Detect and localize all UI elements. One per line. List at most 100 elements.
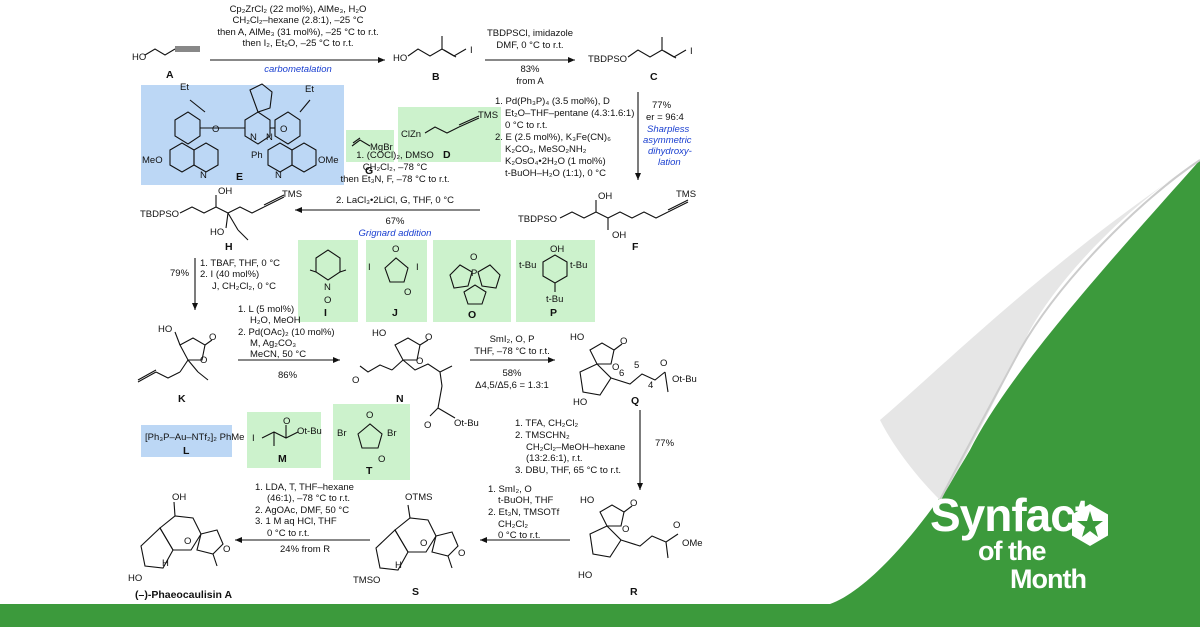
svg-text:1. LDA, T, THF–hexane: 1. LDA, T, THF–hexane xyxy=(255,482,354,493)
svg-text:N: N xyxy=(266,132,273,143)
svg-text:O: O xyxy=(378,454,385,465)
svg-text:I: I xyxy=(470,45,473,56)
svg-text:Ph: Ph xyxy=(251,150,263,161)
svg-text:O: O xyxy=(223,544,230,555)
svg-text:SmI₂, O, P: SmI₂, O, P xyxy=(490,334,535,345)
arrowhead-H-K xyxy=(192,303,198,310)
svg-text:H: H xyxy=(162,558,169,569)
svg-text:OH: OH xyxy=(612,230,626,241)
svg-text:O: O xyxy=(622,524,629,535)
svg-text:L: L xyxy=(183,445,190,457)
svg-text:OMe: OMe xyxy=(682,538,703,549)
svg-text:O: O xyxy=(352,375,359,386)
step1-conditions: Cp₂ZrCl₂ (22 mol%), AlMe₃, H₂O CH₂Cl₂–he… xyxy=(217,4,378,75)
svg-text:O: O xyxy=(212,124,219,135)
svg-text:2. Pd(OAc)₂ (10 mol%): 2. Pd(OAc)₂ (10 mol%) xyxy=(238,327,335,338)
reagent-box-M xyxy=(247,412,321,468)
svg-text:lation: lation xyxy=(658,157,681,168)
svg-text:[Ph₃P–Au–NTf₂]₂ PhMe: [Ph₃P–Au–NTf₂]₂ PhMe xyxy=(145,432,244,443)
svg-text:3. DBU, THF, 65 °C to r.t.: 3. DBU, THF, 65 °C to r.t. xyxy=(515,465,621,476)
svg-text:OH: OH xyxy=(598,191,612,202)
svg-text:HO: HO xyxy=(578,570,592,581)
arrowhead-B-C xyxy=(568,57,575,63)
catalyst-box-L xyxy=(141,425,232,457)
svg-text:MgBr: MgBr xyxy=(370,142,393,153)
svg-text:Δ4,5/Δ5,6 = 1.3:1: Δ4,5/Δ5,6 = 1.3:1 xyxy=(475,380,549,391)
svg-text:O: O xyxy=(280,124,287,135)
step2-conditions: TBDPSCl, imidazole DMF, 0 °C to r.t. 83%… xyxy=(487,28,573,87)
svg-text:HO: HO xyxy=(580,495,594,506)
svg-text:83%: 83% xyxy=(520,64,540,75)
svg-text:E: E xyxy=(236,171,243,183)
arrowhead-S-product xyxy=(235,537,242,543)
svg-text:58%: 58% xyxy=(502,368,522,379)
arrowhead-R-S xyxy=(480,537,487,543)
structure-A: HO A xyxy=(132,46,200,81)
svg-text:OMe: OMe xyxy=(318,155,339,166)
svg-text:HO: HO xyxy=(132,52,146,63)
svg-text:J: J xyxy=(392,307,398,319)
svg-text:0 °C to r.t.: 0 °C to r.t. xyxy=(267,528,309,539)
svg-text:O: O xyxy=(200,355,207,366)
svg-text:O: O xyxy=(324,295,331,306)
svg-text:T: T xyxy=(366,465,373,477)
arrowhead-Q-R xyxy=(637,483,643,490)
svg-text:O: O xyxy=(468,309,476,321)
brand-title: Synfact xyxy=(930,489,1090,541)
structure-O: O P O xyxy=(449,252,501,321)
arrowhead-N-Q xyxy=(548,357,555,363)
star-hexagon-icon xyxy=(1072,504,1108,546)
structure-phaeocaulisin-A: OH O O H HO (–)-Phaeocaulisin A xyxy=(128,492,232,601)
svg-text:2. I (40 mol%): 2. I (40 mol%) xyxy=(200,269,259,280)
svg-text:O: O xyxy=(404,287,411,298)
svg-text:then I₂, Et₂O, –25 °C to r.t.: then I₂, Et₂O, –25 °C to r.t. xyxy=(243,38,354,49)
svg-text:86%: 86% xyxy=(278,370,298,381)
ligand-box-E xyxy=(141,85,344,185)
step4-conditions: 1. (COCl)₂, DMSO CH₂Cl₂, –78 °C then Et₃… xyxy=(336,150,454,239)
arrowhead-C-F xyxy=(635,173,641,180)
svg-text:TBDPSO: TBDPSO xyxy=(140,209,179,220)
step9-conditions: 1. SmI₂, O t-BuOH, THF 2. Et₃N, TMSOTf C… xyxy=(488,484,560,541)
step6-conditions: 1. L (5 mol%) H₂O, MeOH 2. Pd(OAc)₂ (10 … xyxy=(238,304,335,381)
svg-text:O: O xyxy=(416,356,423,367)
svg-text:A: A xyxy=(166,69,174,81)
brand-subtitle-2: Month xyxy=(1010,564,1087,594)
svg-text:Q: Q xyxy=(631,395,639,407)
svg-text:CH₂Cl₂, –78 °C: CH₂Cl₂, –78 °C xyxy=(363,162,428,173)
svg-text:OH: OH xyxy=(218,186,232,197)
svg-text:t-Bu: t-Bu xyxy=(546,294,563,305)
svg-text:B: B xyxy=(432,71,440,83)
structure-G: MgBr G xyxy=(351,137,393,177)
svg-text:1. (COCl)₂, DMSO: 1. (COCl)₂, DMSO xyxy=(356,150,434,161)
svg-text:O: O xyxy=(458,548,465,559)
reagent-box-I xyxy=(298,240,358,322)
svg-text:2. LaCl₃•2LiCl, G, THF, 0 °C: 2. LaCl₃•2LiCl, G, THF, 0 °C xyxy=(336,195,454,206)
svg-text:O: O xyxy=(420,538,427,549)
svg-text:67%: 67% xyxy=(385,216,405,227)
structure-M: I O Ot-Bu M xyxy=(252,416,322,465)
reagent-box-T xyxy=(333,404,410,480)
svg-text:N: N xyxy=(200,170,207,181)
step8-conditions: 1. TFA, CH₂Cl₂ 2. TMSCHN₂ CH₂Cl₂–MeOH–he… xyxy=(515,418,675,476)
arrowhead-F-H xyxy=(295,207,302,213)
structure-T: Br Br O O T xyxy=(337,410,397,477)
svg-text:t-Bu: t-Bu xyxy=(570,260,587,271)
svg-text:t-BuOH–H₂O (1:1), 0 °C: t-BuOH–H₂O (1:1), 0 °C xyxy=(505,168,606,179)
reagent-box-D xyxy=(398,107,501,162)
svg-text:er = 96:4: er = 96:4 xyxy=(646,112,684,123)
svg-text:HO: HO xyxy=(573,397,587,408)
svg-text:Ot-Bu: Ot-Bu xyxy=(672,374,697,385)
svg-text:R: R xyxy=(630,586,638,598)
svg-text:then A, AlMe₃ (31 mol%), –25: then A, AlMe₃ (31 mol%), –25 °C to r.t. xyxy=(217,27,378,38)
svg-text:K₂OsO₄•2H₂O (1 mol%): K₂OsO₄•2H₂O (1 mol%) xyxy=(505,156,606,167)
svg-text:OH: OH xyxy=(550,244,564,255)
svg-text:I: I xyxy=(690,46,693,57)
svg-text:ClZn: ClZn xyxy=(401,129,421,140)
svg-text:HO: HO xyxy=(210,227,224,238)
svg-text:CH₂Cl₂: CH₂Cl₂ xyxy=(498,519,528,530)
page-curl-shadow xyxy=(939,159,1200,501)
svg-text:J, CH₂Cl₂, 0 °C: J, CH₂Cl₂, 0 °C xyxy=(212,281,276,292)
svg-text:2. TMSCHN₂: 2. TMSCHN₂ xyxy=(515,430,570,441)
svg-text:1. Pd(Ph₃P)₄ (3.5 mol%), D: 1. Pd(Ph₃P)₄ (3.5 mol%), D xyxy=(495,96,610,107)
svg-text:77%: 77% xyxy=(655,438,675,449)
